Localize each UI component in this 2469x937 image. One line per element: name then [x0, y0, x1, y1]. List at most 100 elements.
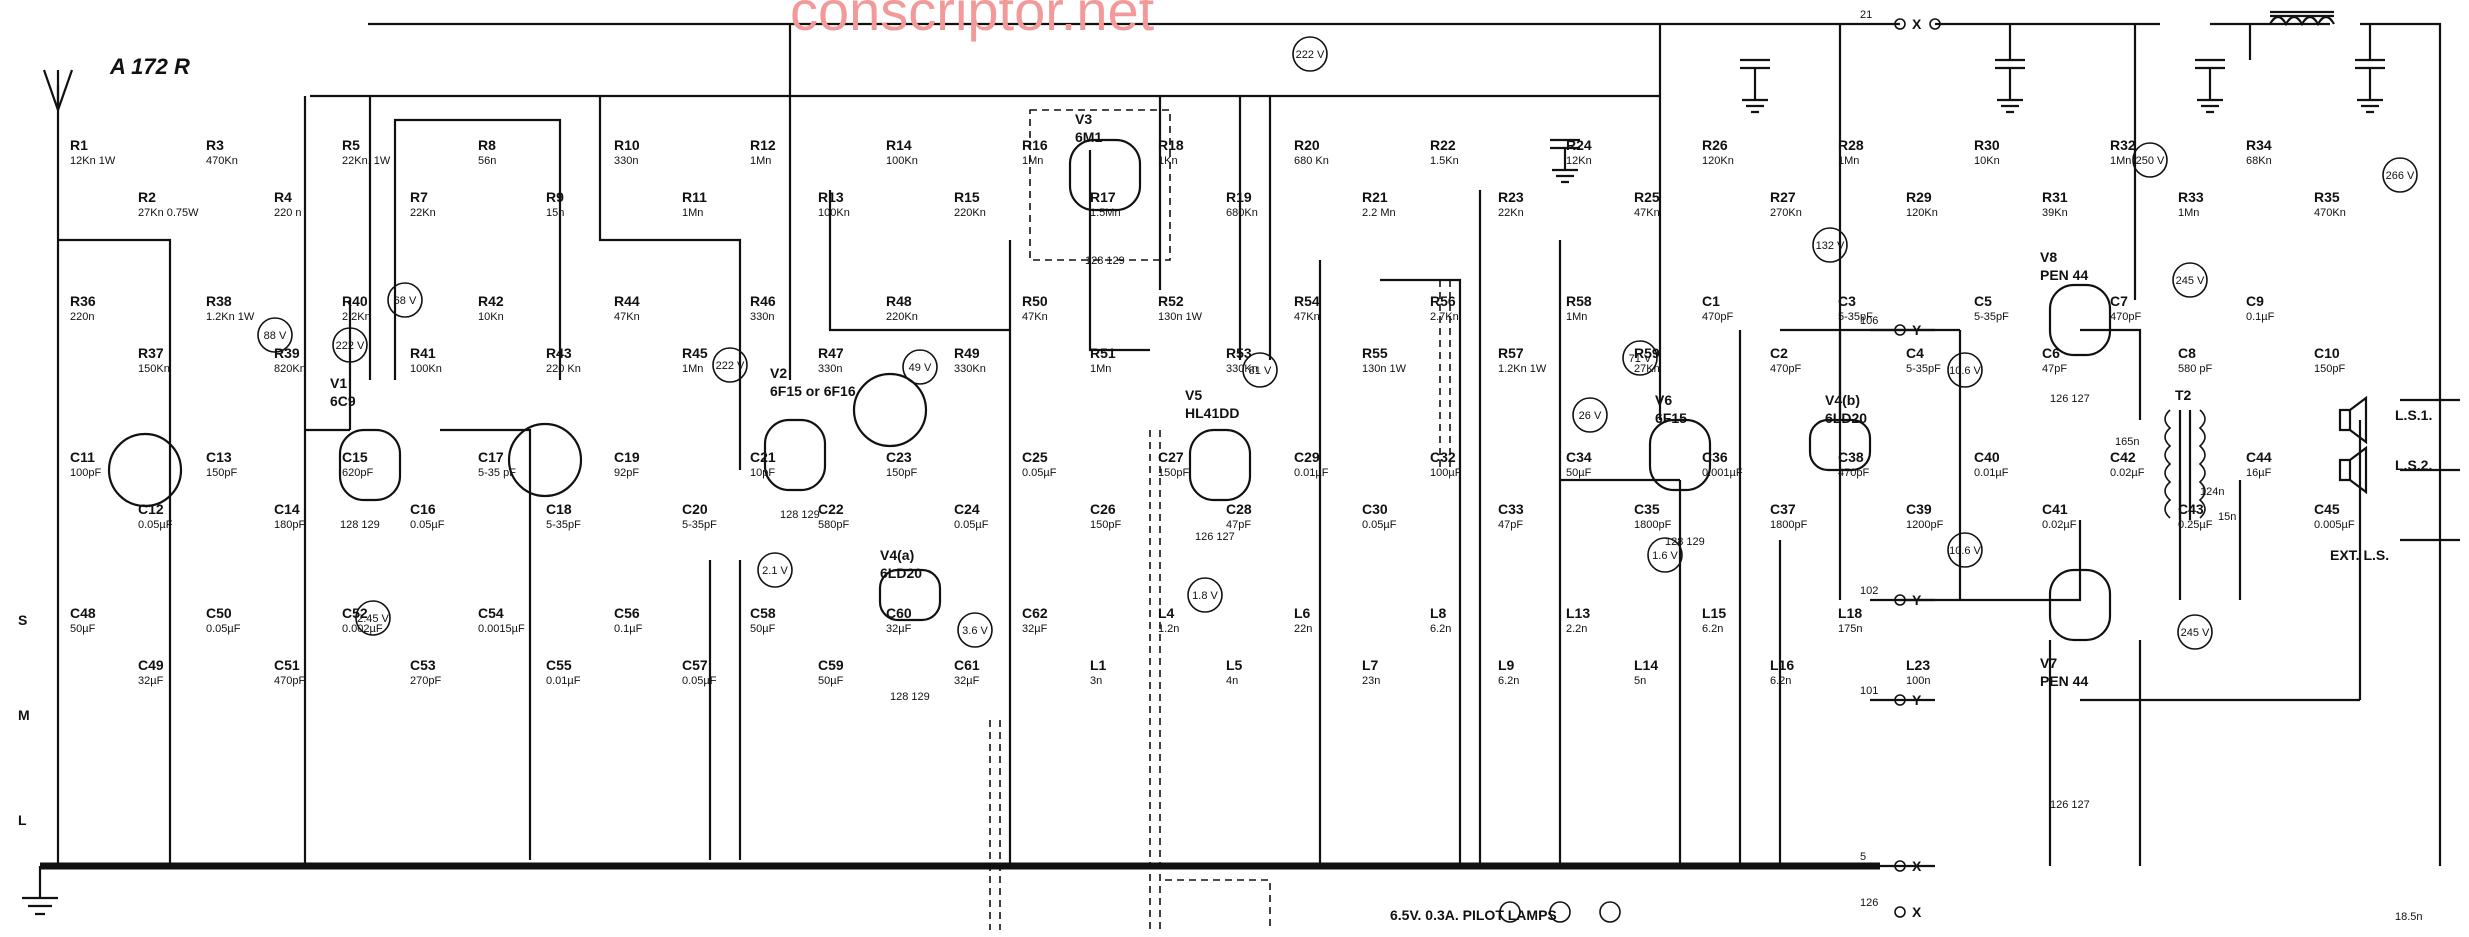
voltage-circle — [2132, 142, 2168, 178]
terminal-node: Y — [1912, 692, 1922, 708]
speaker-label-ls1: L.S.1. — [2395, 407, 2432, 423]
component-value: 330n — [818, 363, 842, 375]
component-ref: C26 — [1090, 501, 1116, 517]
component-ref: C22 — [818, 501, 844, 517]
component-value: 0.05µF — [1022, 467, 1057, 479]
component-ref: R11 — [682, 189, 707, 205]
component-value: 470Kn — [206, 155, 238, 167]
valve-type: 6C9 — [330, 393, 356, 409]
component-ref: R44 — [614, 293, 640, 309]
component-ref: L8 — [1430, 605, 1447, 621]
component-ref: C35 — [1634, 501, 1660, 517]
valve-ref: V1 — [330, 375, 347, 391]
watermark: conscriptor.net — [790, 0, 1155, 42]
voltage-circle — [2172, 262, 2208, 298]
component-ref: R55 — [1362, 345, 1388, 361]
component-ref: C27 — [1158, 449, 1184, 465]
component-ref: R29 — [1906, 189, 1932, 205]
component-ref: R53 — [1226, 345, 1252, 361]
component-ref: R23 — [1498, 189, 1524, 205]
voltage-circle — [712, 347, 748, 383]
component-ref: L23 — [1906, 657, 1930, 673]
component-value: 100n — [1906, 675, 1930, 687]
component-value: 0.01µF — [1974, 467, 2009, 479]
pilot-lamps-label: 6.5V. 0.3A. PILOT LAMPS — [1390, 907, 1557, 923]
component-value: 0.05µF — [1362, 519, 1397, 531]
component-ref: R4 — [274, 189, 292, 205]
component-value: 6.2n — [1430, 623, 1451, 635]
component-value: 150pF — [1090, 519, 1121, 531]
component-value: 330n — [750, 311, 774, 323]
component-ref: R9 — [546, 189, 564, 205]
valve-v4b-envelope — [1808, 418, 1872, 472]
component-value: 5n — [1634, 675, 1646, 687]
valve-pins: 128 129 — [780, 509, 820, 521]
component-value: 47pF — [1226, 519, 1251, 531]
component-ref: C16 — [410, 501, 436, 517]
component-ref: C37 — [1770, 501, 1796, 517]
component-ref: R34 — [2246, 137, 2272, 153]
component-value: 100µF — [1430, 467, 1462, 479]
component-value: 32µF — [886, 623, 912, 635]
component-ref: R22 — [1430, 137, 1456, 153]
component-value: 4n — [1226, 675, 1238, 687]
component-value: 16µF — [2246, 467, 2272, 479]
component-ref: R24 — [1566, 137, 1592, 153]
component-ref: C5 — [1974, 293, 1992, 309]
component-value: 5-35pF — [682, 519, 717, 531]
component-ref: R57 — [1498, 345, 1524, 361]
component-value: 0.001µF — [1702, 467, 1743, 479]
valve-ref: V4(b) — [1825, 392, 1860, 408]
voltage-circle — [902, 349, 938, 385]
voltage-circle — [332, 327, 368, 363]
component-ref: C48 — [70, 605, 96, 621]
component-ref: C49 — [138, 657, 164, 673]
voltage-value: 3.6 V — [962, 625, 988, 637]
transformer-ref: T2 — [2175, 387, 2192, 403]
component-value: 1.2Kn 1W — [206, 311, 255, 323]
capacitor-c55-icon — [1740, 58, 1770, 114]
transformer-secondary1-value: 124n — [2200, 486, 2224, 498]
valve-pins: 128 129 — [890, 691, 930, 703]
component-ref: L7 — [1362, 657, 1379, 673]
transformer-secondary-winding — [2198, 409, 2206, 519]
component-ref: C34 — [1566, 449, 1592, 465]
component-ref: C60 — [886, 605, 912, 621]
voltage-value: 222 V — [336, 340, 365, 352]
component-ref: L18 — [1838, 605, 1862, 621]
component-value: 5-35 pF — [478, 467, 516, 479]
component-value: 47Kn — [1294, 311, 1320, 323]
component-ref: C20 — [682, 501, 708, 517]
component-value: 1Mn — [750, 155, 771, 167]
valve-v4a-envelope — [878, 568, 942, 622]
voltage-value: 222 V — [716, 360, 745, 372]
component-ref: R50 — [1022, 293, 1048, 309]
component-value: 22n — [1294, 623, 1312, 635]
component-value: 50µF — [818, 675, 844, 687]
component-value: 0.05µF — [410, 519, 445, 531]
valve-pins: 128 129 — [1665, 536, 1705, 548]
antenna-icon — [42, 69, 74, 114]
component-ref: L1 — [1090, 657, 1107, 673]
component-value: 150Kn — [138, 363, 170, 375]
component-value: 0.1µF — [614, 623, 643, 635]
component-ref: C2 — [1770, 345, 1788, 361]
valve-v6-envelope — [1648, 418, 1712, 492]
component-value: 0.01µF — [546, 675, 581, 687]
valve-type: 6F15 — [1655, 410, 1687, 426]
component-ref: C32 — [1430, 449, 1456, 465]
component-ref: R33 — [2178, 189, 2204, 205]
pilot-lamp-icon — [1499, 901, 1521, 923]
component-value: 330n — [614, 155, 638, 167]
band-label-s: S — [18, 612, 27, 628]
component-value: 1Mn — [1838, 155, 1859, 167]
component-ref: C30 — [1362, 501, 1388, 517]
valve-v3-envelope — [1068, 138, 1142, 212]
terminal-x-top-2 — [1929, 18, 1941, 30]
component-ref: R8 — [478, 137, 496, 153]
voltage-circle — [1187, 577, 1223, 613]
component-ref: C24 — [954, 501, 980, 517]
component-value: 150pF — [2314, 363, 2345, 375]
valve-type: PEN 44 — [2040, 673, 2088, 689]
component-ref: R58 — [1566, 293, 1592, 309]
